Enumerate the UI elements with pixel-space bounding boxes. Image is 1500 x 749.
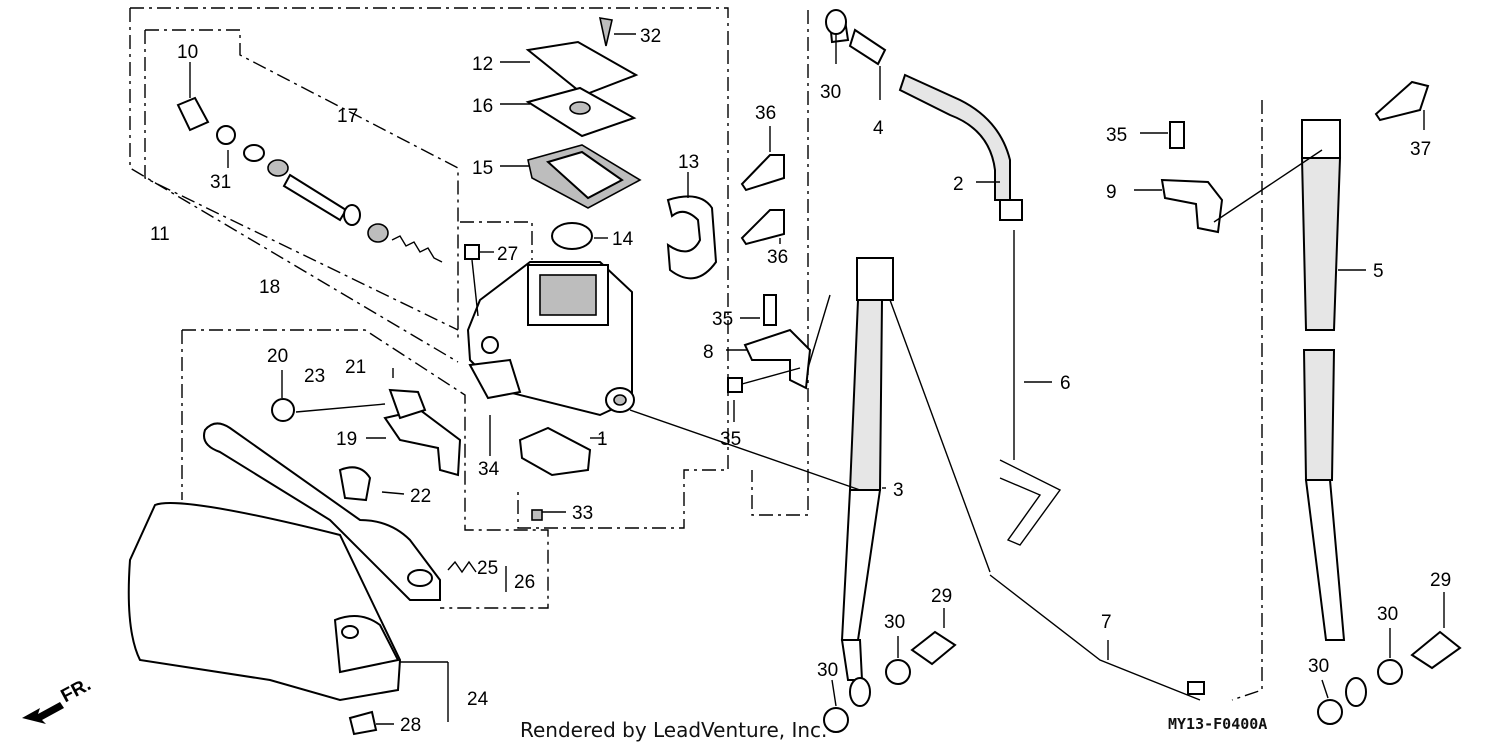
- callouts: 1 2 3 4 5 6 7 8 9 10 11 12 13 14 15 16 1…: [150, 26, 1451, 736]
- callout-11[interactable]: 11: [150, 224, 170, 245]
- callout-28[interactable]: 28: [400, 715, 421, 736]
- callout-24[interactable]: 24: [467, 689, 489, 710]
- callout-13[interactable]: 13: [678, 152, 699, 173]
- callout-30c[interactable]: 30: [817, 660, 838, 681]
- callout-8[interactable]: 8: [703, 342, 714, 363]
- callout-14[interactable]: 14: [612, 229, 634, 250]
- callout-30e[interactable]: 30: [1308, 656, 1329, 677]
- callout-34[interactable]: 34: [478, 459, 500, 480]
- callout-5[interactable]: 5: [1373, 261, 1384, 282]
- callout-25[interactable]: 25: [477, 558, 498, 579]
- reservoir-cap-set: [525, 17, 642, 250]
- piston-kit: [176, 96, 443, 263]
- callout-10[interactable]: 10: [177, 42, 198, 63]
- callout-26[interactable]: 26: [514, 572, 535, 593]
- hose-clamps: [727, 80, 1430, 393]
- callout-1[interactable]: 1: [597, 429, 608, 450]
- callout-4[interactable]: 4: [873, 118, 884, 139]
- master-cylinder: [466, 261, 635, 417]
- callout-15[interactable]: 15: [472, 158, 493, 179]
- callout-31[interactable]: 31: [210, 172, 231, 193]
- front-stop-switch: [518, 426, 592, 521]
- callout-9[interactable]: 9: [1106, 182, 1117, 203]
- callout-3[interactable]: 3: [893, 480, 904, 501]
- callout-36a[interactable]: 36: [755, 103, 776, 124]
- callout-6[interactable]: 6: [1060, 373, 1071, 394]
- leader-lines: [189, 33, 1445, 725]
- callout-21[interactable]: 21: [345, 357, 366, 378]
- callout-17[interactable]: 17: [337, 106, 358, 127]
- callout-19[interactable]: 19: [336, 429, 357, 450]
- callout-35a[interactable]: 35: [712, 309, 733, 330]
- brake-lever-assembly: [203, 388, 477, 601]
- callout-22[interactable]: 22: [410, 486, 431, 507]
- direction-label: FR.: [58, 674, 95, 707]
- callout-35c[interactable]: 35: [1106, 125, 1127, 146]
- bolt-27: [464, 244, 480, 317]
- callout-33[interactable]: 33: [572, 503, 593, 524]
- callout-2[interactable]: 2: [953, 174, 964, 195]
- hand-guard: [127, 502, 402, 736]
- callout-37[interactable]: 37: [1410, 139, 1431, 160]
- diagram-code: MY13-F0400A: [1168, 715, 1267, 733]
- callout-27[interactable]: 27: [497, 244, 518, 265]
- callout-35b[interactable]: 35: [720, 429, 741, 450]
- callout-36b[interactable]: 36: [767, 247, 788, 268]
- callout-23[interactable]: 23: [304, 366, 325, 387]
- callout-12[interactable]: 12: [472, 54, 493, 75]
- front-direction-arrow: FR.: [22, 674, 95, 724]
- credit-text: Rendered by LeadVenture, Inc.: [520, 718, 827, 742]
- callout-7[interactable]: 7: [1101, 612, 1112, 633]
- oil-bolts: [910, 630, 1462, 670]
- master-cylinder-holder: [666, 195, 718, 280]
- callout-30d[interactable]: 30: [1377, 604, 1398, 625]
- callout-29a[interactable]: 29: [931, 586, 952, 607]
- group-outlines: [129, 7, 1263, 701]
- callout-30a[interactable]: 30: [820, 82, 841, 103]
- brake-hoses: [828, 18, 1367, 707]
- callout-20[interactable]: 20: [267, 346, 288, 367]
- callout-30b[interactable]: 30: [884, 612, 905, 633]
- callout-29b[interactable]: 29: [1430, 570, 1451, 591]
- callout-16[interactable]: 16: [472, 96, 493, 117]
- callout-18[interactable]: 18: [259, 277, 280, 298]
- callout-32[interactable]: 32: [640, 26, 661, 47]
